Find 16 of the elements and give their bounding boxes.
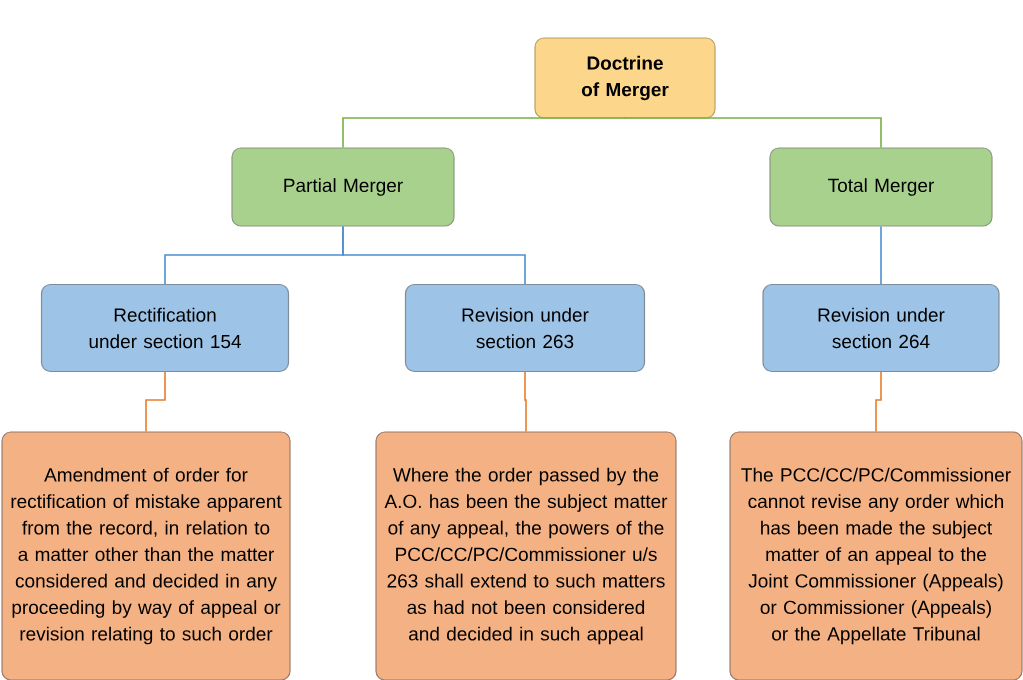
- section-box: Revision under section 264: [762, 283, 1000, 373]
- connector: [624, 117, 882, 149]
- title-box: Doctrine of Merger: [534, 37, 716, 119]
- description-box: Where the order passed by the A.O. has been the subject matter of any appeal, the powers of the PCC/CC/PC/Commissioner u/s 263 shall extend to such matters as had not been considered and decided in such appeal: [375, 431, 677, 680]
- category-box: Total Merger: [769, 147, 993, 227]
- connector: [524, 371, 527, 433]
- connector: [875, 371, 882, 433]
- section-box: Revision under section 263: [404, 283, 646, 373]
- connector: [145, 371, 166, 433]
- connector: [342, 117, 626, 149]
- description-box: The PCC/CC/PC/Commissioner cannot revise any order which has been made the subject matter of an appeal to the Joint Commissioner (Appeals) or Commissioner (Appeals) or the Appellate Tribunal: [729, 431, 1023, 680]
- connector: [880, 225, 882, 285]
- connector: [342, 225, 526, 285]
- description-box: Amendment of order for rectification of mistake apparent from the record, in relation to a matter other than the matter considered and decided in any proceeding by way of appeal or revision relating to such order: [1, 431, 291, 680]
- category-box: Partial Merger: [231, 147, 455, 227]
- section-box: Rectification under section 154: [40, 283, 290, 373]
